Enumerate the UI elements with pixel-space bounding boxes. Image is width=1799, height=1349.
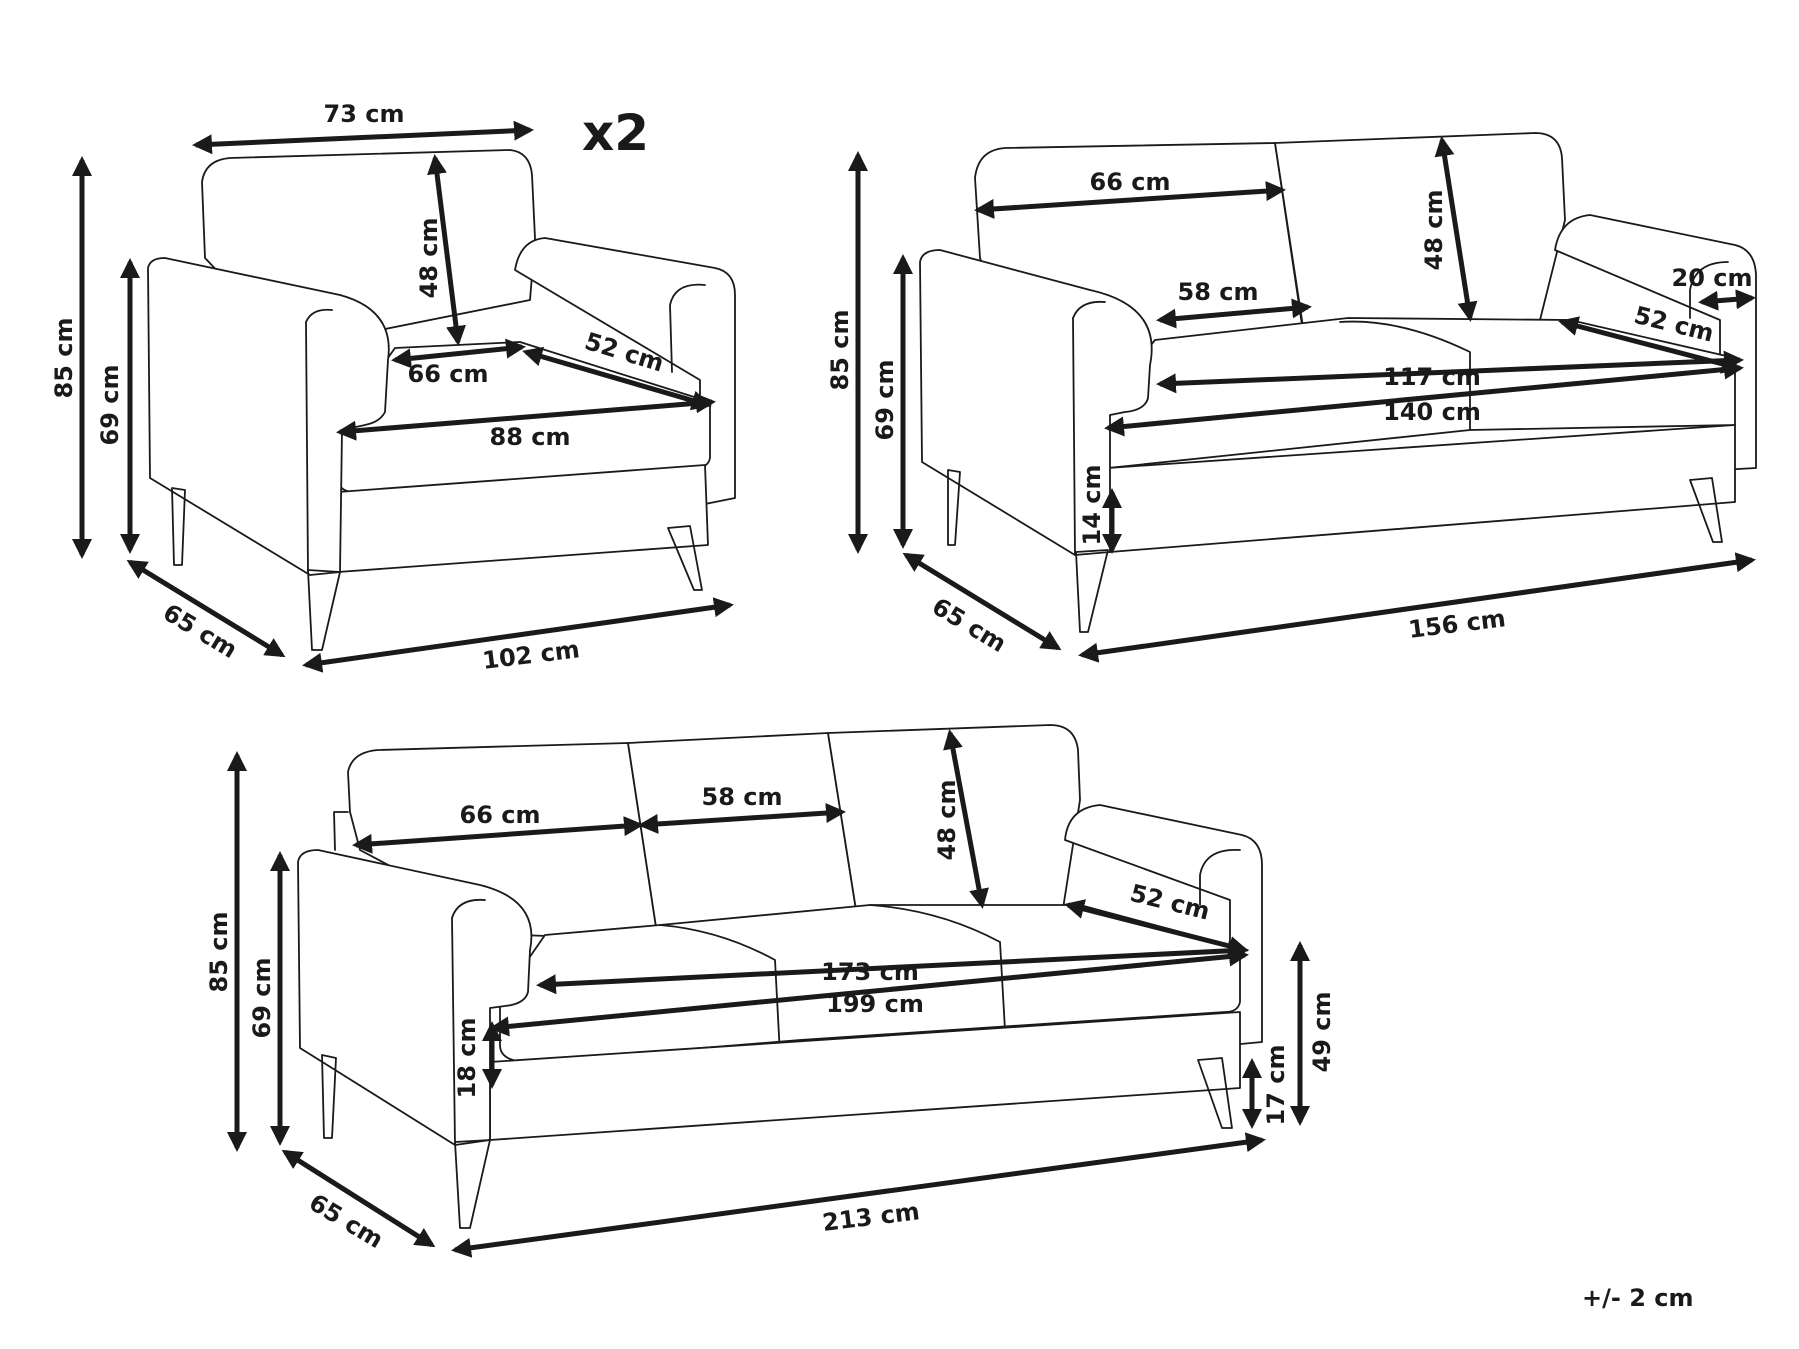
sofa-leg-height-label: 18 cm [453,1018,481,1099]
loveseat-depth-label: 65 cm [927,592,1011,658]
armchair-depth-label: 65 cm [158,598,242,664]
loveseat-leg-front-left [1075,549,1109,633]
loveseat-total-width-label: 156 cm [1407,604,1507,644]
armchair-leg-front-right [667,525,703,591]
loveseat-arm-height-label: 69 cm [871,360,899,441]
armchair-leg-back-left [171,487,186,566]
loveseat-back-width-label: 66 cm [1090,168,1171,196]
quantity-label: x2 [582,104,649,162]
armchair-total-height-label: 85 cm [50,318,78,399]
sofa-back-height-label: 48 cm [933,780,961,861]
sofa-front-width-label: 199 cm [826,990,924,1018]
loveseat-leg-back-left [947,469,961,546]
loveseat-total-height-label: 85 cm [826,310,854,391]
sofa-leg-front-right [1197,1057,1233,1129]
sofa-foot-height-label: 17 cm [1262,1045,1290,1126]
armchair-arm-height-label: 69 cm [96,365,124,446]
armchair-front-width-label: 88 cm [490,423,571,451]
loveseat-leg-front-right [1689,477,1723,543]
sofa-seat-height-label: 49 cm [1308,992,1336,1073]
loveseat-front-width-label: 140 cm [1383,398,1481,426]
sofa-dimensions: 66 cm 58 cm 48 cm 52 cm 173 cm 199 cm 85… [205,729,1336,1258]
sofa-depth-label: 65 cm [304,1188,388,1254]
loveseat-right-arm [1554,214,1757,471]
armchair-right-arm [514,237,736,506]
armchair-seat-width-label: 66 cm [408,360,489,388]
loveseat-cushion-width-label: 58 cm [1178,278,1259,306]
loveseat-arm-width-label: 20 cm [1672,264,1753,292]
sofa-leg-back-left [321,1054,337,1139]
loveseat-seat-width-label: 117 cm [1383,363,1481,391]
sofa-seat-width-label: 173 cm [821,958,919,986]
sofa-arm-height-label: 69 cm [248,958,276,1039]
sofa-total-height-label: 85 cm [205,912,233,993]
loveseat-back-height-label: 48 cm [1420,190,1448,271]
loveseat-leg-height-label: 14 cm [1078,465,1106,546]
sofa-back-width-middle-label: 58 cm [702,783,783,811]
sofa-total-width-label: 213 cm [821,1197,921,1237]
armchair-total-width-label: 102 cm [481,635,581,675]
armchair-back-height-label: 48 cm [415,218,443,299]
sofa-right-arm [1064,804,1263,1046]
armchair-width-top-label: 73 cm [324,100,405,128]
sofa-leg-front-left [454,1139,491,1229]
sofa-back-width-side-label: 66 cm [460,801,541,829]
armchair-leg-front-left [307,569,341,651]
tolerance-label: +/- 2 cm [1582,1284,1693,1312]
